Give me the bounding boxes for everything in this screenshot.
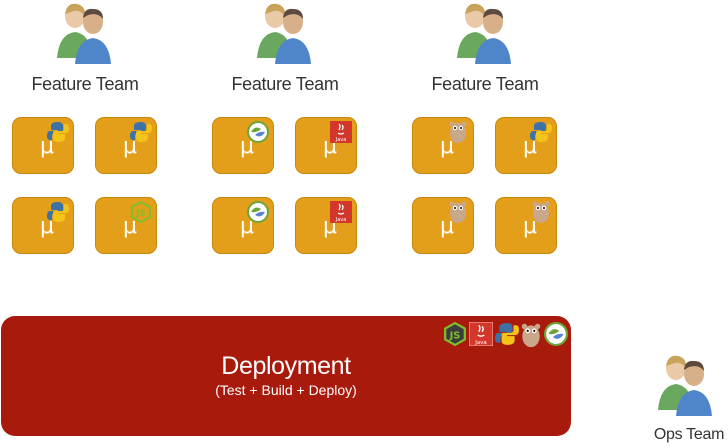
microservice-symbol: μ <box>123 134 137 159</box>
clojure-icon <box>544 322 568 346</box>
microservice-symbol: μ <box>440 134 454 159</box>
microservice-box: μ <box>12 117 74 174</box>
python-icon <box>495 323 519 345</box>
python-icon <box>47 202 69 222</box>
microservice-box: μ Java <box>295 117 357 174</box>
feature-team-label: Feature Team <box>31 74 139 94</box>
python-icon <box>530 122 552 142</box>
go-gopher-icon <box>521 323 541 348</box>
microservice-box: μ <box>412 117 474 174</box>
microservice-box: μ <box>212 117 274 174</box>
team-people-icon <box>257 3 311 64</box>
team-people-icon <box>57 3 111 64</box>
java-icon: Java <box>330 201 352 223</box>
deployment-block: JS Java Deployment (Test + Build + Deplo… <box>1 316 571 436</box>
microservice-symbol: μ <box>240 134 254 159</box>
svg-text:Java: Java <box>335 217 347 223</box>
microservice-symbol: μ <box>523 214 537 239</box>
feature-team-label: Feature Team <box>231 74 339 94</box>
go-gopher-icon <box>532 201 550 223</box>
svg-text:Java: Java <box>335 137 347 143</box>
feature-team-label: Feature Team <box>431 74 539 94</box>
svg-text:Java: Java <box>474 340 487 346</box>
java-icon: Java <box>469 322 493 346</box>
microservice-symbol: μ <box>440 214 454 239</box>
python-icon <box>47 122 69 142</box>
svg-text:JS: JS <box>449 330 461 341</box>
nodejs-icon: JS <box>131 201 151 223</box>
microservice-box: μ <box>495 197 557 254</box>
ops-team: Ops Team <box>650 354 728 446</box>
microservice-box: μ <box>412 197 474 254</box>
go-gopher-icon <box>449 201 467 223</box>
microservice-box: μ JS <box>95 197 157 254</box>
microservice-box: μ <box>495 117 557 174</box>
ops-team-label: Ops Team <box>653 426 725 443</box>
deployment-title: Deployment <box>221 352 351 380</box>
team-people-icon <box>457 3 511 64</box>
go-gopher-icon <box>449 121 467 143</box>
microservice-symbol: μ <box>40 134 54 159</box>
microservice-symbol: μ <box>523 134 537 159</box>
nodejs-icon: JS <box>444 322 466 346</box>
clojure-icon <box>247 121 269 143</box>
microservice-symbol: μ <box>123 214 137 239</box>
microservice-box: μ Java <box>295 197 357 254</box>
microservice-box: μ <box>95 117 157 174</box>
deployment-subtitle: (Test + Build + Deploy) <box>215 382 357 398</box>
java-icon: Java <box>330 121 352 143</box>
clojure-icon <box>247 201 269 223</box>
team-people-icon <box>658 355 712 416</box>
microservice-symbol: μ <box>40 214 54 239</box>
microservice-box: μ <box>212 197 274 254</box>
microservice-box: μ <box>12 197 74 254</box>
python-icon <box>130 122 152 142</box>
svg-text:JS: JS <box>135 209 146 219</box>
microservice-symbol: μ <box>240 214 254 239</box>
